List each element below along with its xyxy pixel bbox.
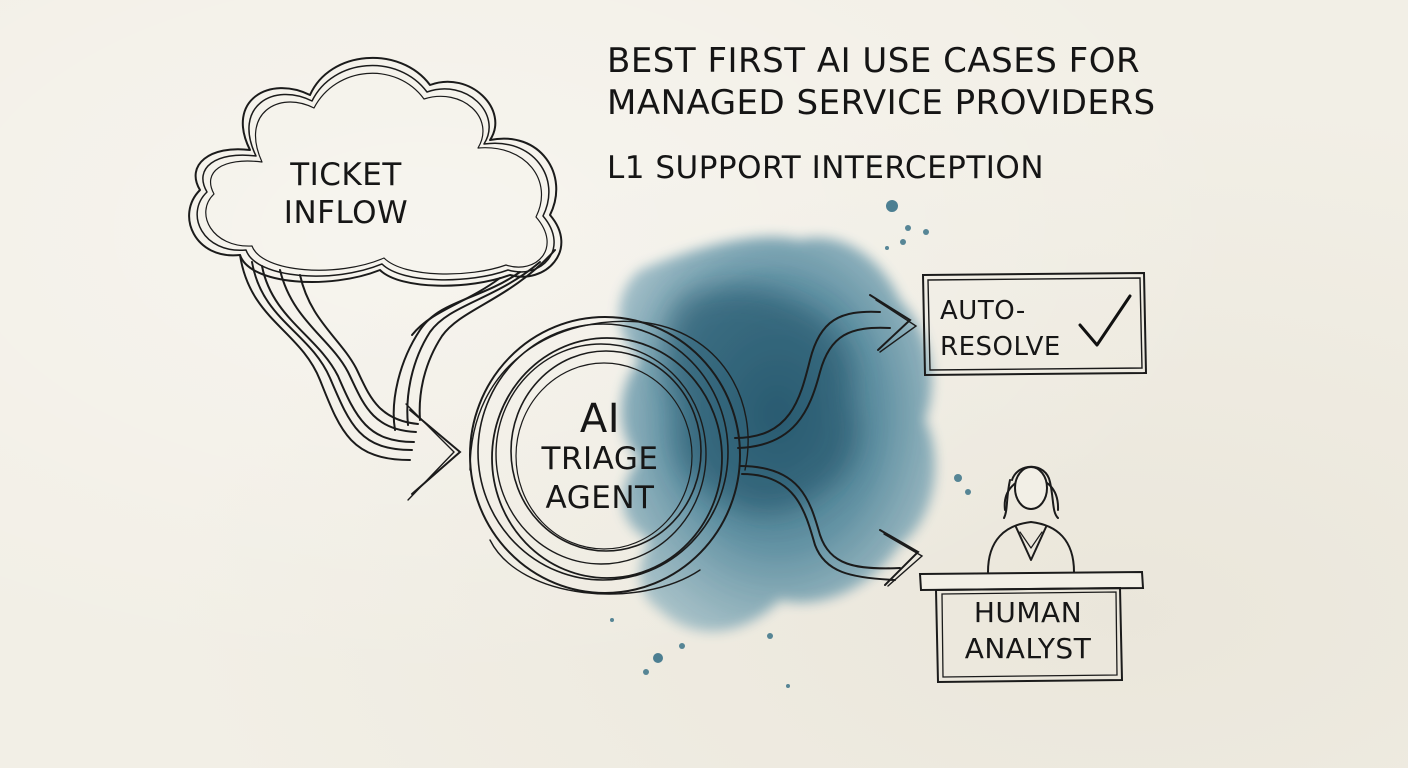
diagram-subtitle: L1 SUPPORT INTERCEPTION: [607, 150, 1045, 186]
auto-resolve-line-1: AUTO-: [940, 296, 1026, 326]
human-analyst-line-1: HUMAN: [973, 596, 1083, 629]
ink-dot: [653, 653, 663, 663]
diagram-title: BEST FIRST AI USE CASES FOR MANAGED SERV…: [607, 40, 1156, 124]
ink-dot: [905, 225, 911, 231]
auto-resolve-label: AUTO- RESOLVE: [940, 293, 1080, 365]
title-line-2: MANAGED SERVICE PROVIDERS: [607, 83, 1156, 123]
ink-dot: [786, 684, 790, 688]
ink-dot: [643, 669, 649, 675]
output-arrows: [734, 294, 924, 587]
ticket-inflow-label: TICKET INFLOW: [266, 156, 426, 232]
human-analyst-desk: [918, 570, 1145, 684]
ai-triage-agent-swirl: [469, 316, 749, 595]
agent-line-2: TRIAGE: [541, 441, 659, 477]
inflow-arrow-left: [239, 254, 462, 501]
person-icon: [987, 465, 1075, 573]
ink-dot: [767, 633, 773, 639]
ink-dot: [965, 489, 971, 495]
ink-dot: [954, 474, 962, 482]
agent-line-3: AGENT: [545, 480, 655, 516]
ink-dot: [885, 246, 889, 250]
ink-dot: [900, 239, 906, 245]
agent-line-1: AI: [579, 396, 621, 442]
auto-resolve-box: [921, 271, 1148, 377]
ink-dot: [610, 618, 614, 622]
ticket-inflow-cloud: [188, 56, 563, 287]
human-analyst-line-2: ANALYST: [964, 632, 1092, 665]
watercolor-splash: [610, 200, 971, 688]
ai-triage-agent-label: AI TRIAGE AGENT: [515, 398, 685, 518]
checkmark-icon: [1078, 294, 1132, 347]
ticket-inflow-line-1: TICKET: [290, 157, 402, 193]
human-analyst-label: HUMAN ANALYST: [944, 595, 1112, 667]
ticket-inflow-line-2: INFLOW: [283, 195, 409, 231]
title-line-1: BEST FIRST AI USE CASES FOR: [607, 41, 1141, 81]
ink-dot: [679, 643, 685, 649]
ink-dot: [923, 229, 929, 235]
auto-resolve-line-2: RESOLVE: [940, 332, 1061, 362]
inflow-arrow-right: [392, 249, 556, 431]
ink-dot: [886, 200, 898, 212]
